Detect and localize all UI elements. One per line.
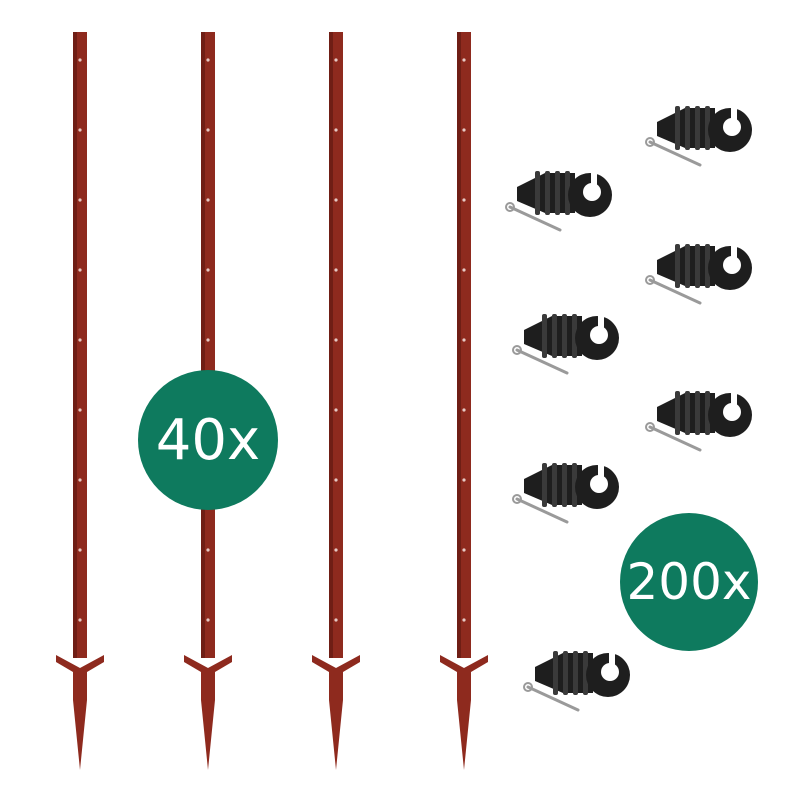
ring-insulators — [505, 106, 752, 712]
ring-insulator — [645, 106, 752, 167]
fence-posts — [56, 32, 488, 770]
post-count-badge: 40x — [138, 370, 278, 510]
ring-insulator — [523, 651, 630, 712]
insulator-count-badge: 200x — [620, 513, 758, 651]
ring-insulator — [505, 171, 612, 232]
fence-post — [440, 32, 488, 770]
ring-insulator — [645, 391, 752, 452]
fence-post — [56, 32, 104, 770]
fence-post — [312, 32, 360, 770]
ring-insulator — [645, 244, 752, 305]
ring-insulator — [512, 314, 619, 375]
ring-insulator — [512, 463, 619, 524]
